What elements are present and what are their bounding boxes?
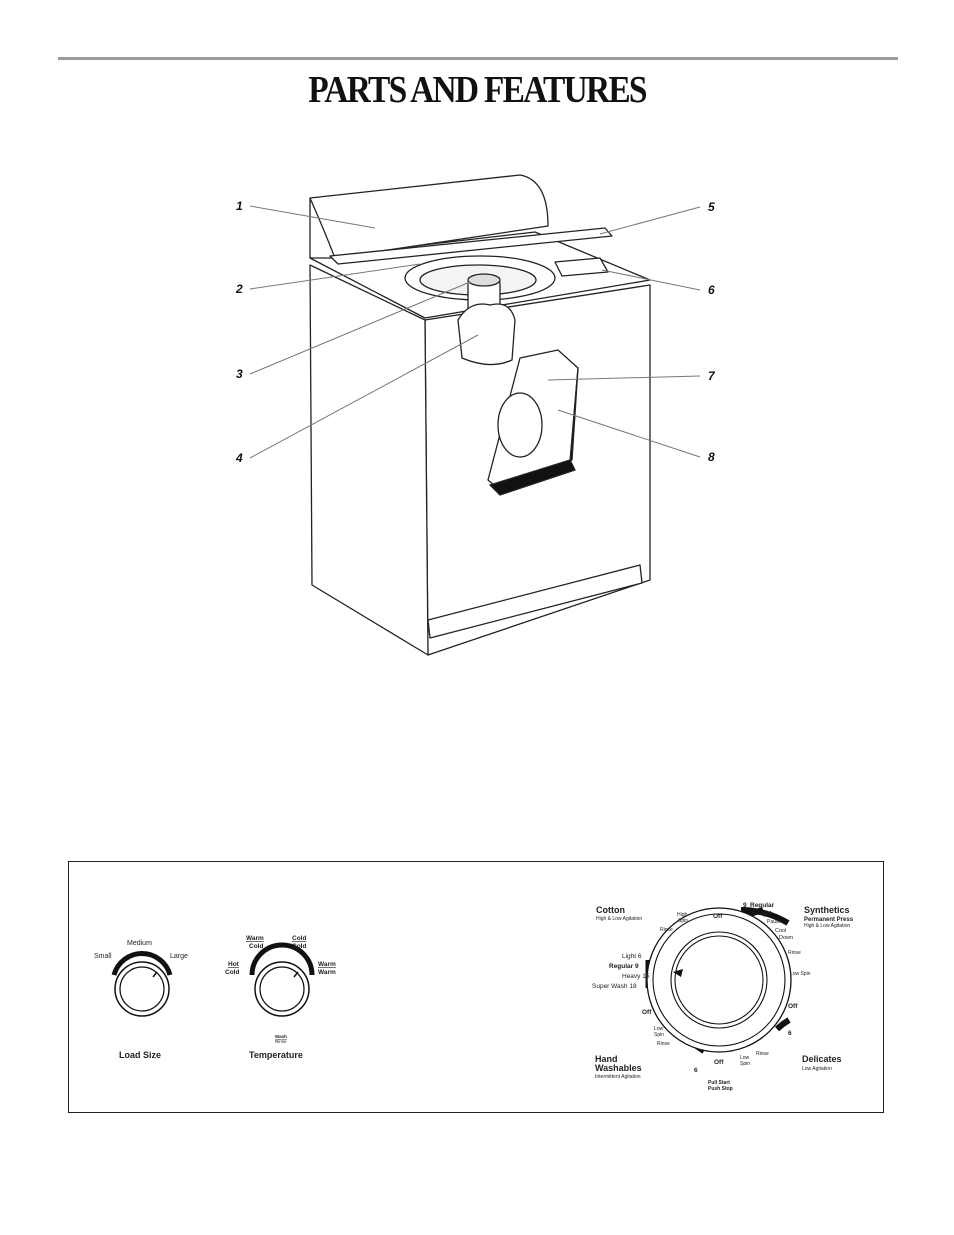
synthetics-sub1-label: Permanent Press bbox=[804, 917, 854, 923]
temperature-caption: Temperature bbox=[249, 1050, 303, 1060]
temp-warm-warm-bottom: Warm bbox=[318, 969, 336, 976]
low2-label: Low bbox=[740, 1055, 750, 1061]
temp-wash-label: Wash bbox=[275, 1034, 287, 1039]
cotton-label: Cotton bbox=[596, 905, 625, 915]
delicates-sub-label: Low Agitation bbox=[802, 1066, 832, 1072]
cool-label: Cool bbox=[775, 928, 786, 934]
load-size-knob[interactable] bbox=[111, 951, 173, 1017]
load-size-caption: Load Size bbox=[119, 1050, 161, 1060]
superwash18-label: Super Wash 18 bbox=[592, 983, 637, 990]
callout-1: 1 bbox=[236, 199, 243, 213]
spin3-label: Spin bbox=[740, 1061, 750, 1067]
washer-illustration: 1 2 3 4 5 6 7 8 bbox=[235, 174, 716, 656]
temp-cold-cold-bottom: Cold bbox=[292, 943, 306, 950]
callout-5: 5 bbox=[708, 200, 715, 214]
rinse-br-label: Rinse bbox=[756, 1051, 769, 1057]
callout-2: 2 bbox=[235, 282, 243, 296]
push-stop-label: Push Stop bbox=[708, 1086, 733, 1092]
top-rule bbox=[58, 57, 898, 60]
callout-6: 6 bbox=[708, 283, 715, 297]
temp-hot-cold-top: Hot bbox=[228, 961, 240, 968]
heavy15-label: Heavy 15 bbox=[622, 973, 650, 980]
temp-cold-cold-top: Cold bbox=[292, 935, 306, 942]
temp-warm-warm-top: Warm bbox=[318, 961, 336, 968]
temp-warm-cold-bottom: Cold bbox=[249, 943, 263, 950]
light-top-label: 6 Light bbox=[752, 910, 772, 917]
regular-top-label: Regular bbox=[750, 902, 775, 909]
control-panel: Small Medium Large Load Size Warm Cold C… bbox=[68, 861, 884, 1113]
off-left-label: Off bbox=[642, 1009, 652, 1016]
low-spin-right-label: Low Spin bbox=[790, 971, 811, 977]
temp-hot-cold-bottom: Cold bbox=[225, 969, 239, 976]
cotton-sub-label: High & Low Agitation bbox=[596, 916, 642, 922]
cycle-dial-knob[interactable] bbox=[645, 893, 792, 1054]
six-right-label: 6 bbox=[788, 1030, 792, 1037]
pull-start-label: Pull Start bbox=[708, 1080, 730, 1086]
temp-rinse-label: Rinse bbox=[275, 1039, 287, 1044]
rinse-bl-label: Rinse bbox=[657, 1041, 670, 1047]
spin-label: Spin bbox=[678, 918, 688, 924]
rinse-right-label: Rinse bbox=[788, 950, 801, 956]
temp-warm-cold-top: Warm bbox=[246, 935, 264, 942]
delicates-label: Delicates bbox=[802, 1054, 842, 1064]
load-medium-label: Medium bbox=[127, 940, 152, 947]
off-right-label: Off bbox=[788, 1003, 798, 1010]
regular-num-label: 9 bbox=[743, 902, 747, 909]
synthetics-label: Synthetics bbox=[804, 905, 850, 915]
hand-sub-label: Intermittent Agitation bbox=[595, 1074, 641, 1080]
light6-label: Light 6 bbox=[622, 953, 642, 960]
pause-label: Pause bbox=[767, 919, 781, 925]
spin2-label: Spin bbox=[654, 1032, 664, 1038]
callout-4: 4 bbox=[235, 451, 243, 465]
temperature-knob[interactable] bbox=[249, 942, 315, 1017]
low-label: Low bbox=[654, 1026, 664, 1032]
callout-7: 7 bbox=[708, 369, 716, 383]
hand-label: Hand bbox=[595, 1054, 618, 1064]
rinse-topleft-label: Rinse bbox=[660, 927, 673, 933]
high-label: High bbox=[677, 912, 688, 918]
page-title: PARTS AND FEATURES bbox=[308, 69, 647, 111]
off-top-label: Off bbox=[713, 913, 723, 920]
load-large-label: Large bbox=[170, 953, 188, 960]
washables-label: Washables bbox=[595, 1063, 642, 1073]
down-label: Down bbox=[779, 935, 793, 941]
six-bottom-label: 6 bbox=[694, 1067, 698, 1074]
off-bottom-label: Off bbox=[714, 1059, 724, 1066]
callout-8: 8 bbox=[708, 450, 715, 464]
synthetics-sub2-label: High & Low Agitation bbox=[804, 923, 850, 929]
callout-3: 3 bbox=[236, 367, 243, 381]
regular9-label: Regular 9 bbox=[609, 963, 639, 970]
load-small-label: Small bbox=[94, 953, 112, 960]
